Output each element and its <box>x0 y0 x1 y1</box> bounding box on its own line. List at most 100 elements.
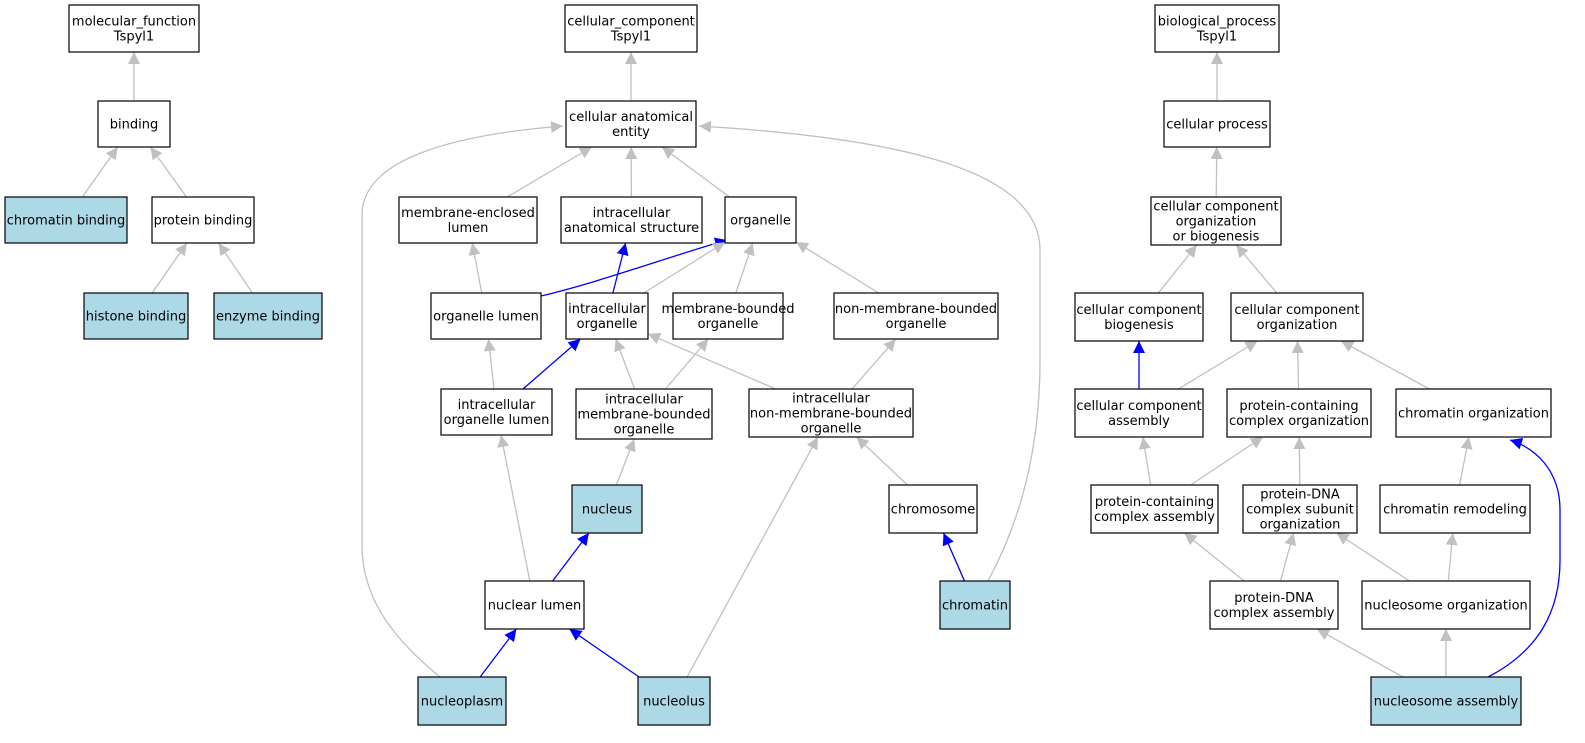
node-nucleus[interactable]: nucleus <box>572 485 642 533</box>
node-label-line: or biogenesis <box>1173 230 1260 245</box>
node-label-line: intracellular <box>568 302 646 317</box>
node-org-lumen[interactable]: organelle lumen <box>431 293 541 339</box>
edge-ic_org_lumen-to-org_lumen <box>489 339 495 389</box>
node-label-line: membrane-enclosed <box>401 206 535 221</box>
node-ic-nmbo[interactable]: intracellularnon-membrane-boundedorganel… <box>749 389 913 437</box>
node-chromosome[interactable]: chromosome <box>889 485 977 533</box>
edge-pdna_ca-to-pdna_csuo <box>1281 533 1294 581</box>
node-cell-proc[interactable]: cellular process <box>1164 101 1270 147</box>
node-nuclear-lumen[interactable]: nuclear lumen <box>485 581 584 629</box>
node-label-line: nucleoplasm <box>421 695 503 710</box>
node-label-line: cellular component <box>1076 303 1201 318</box>
node-label-line: organelle <box>801 422 862 437</box>
node-label-line: lumen <box>448 221 489 236</box>
edge-nuclear_lumen-to-nucleus <box>553 533 589 581</box>
edge-cco-to-ccob <box>1236 245 1277 293</box>
edge-nuclear_lumen-to-ic_org_lumen <box>501 435 530 581</box>
node-nuc-org[interactable]: nucleosome organization <box>1362 581 1530 629</box>
edge-nucleoplasm-to-nuclear_lumen <box>480 629 516 677</box>
node-label-line: organization <box>1257 318 1338 333</box>
edge-org_lumen-to-organelle <box>541 240 727 296</box>
edge-organelle-to-cae <box>662 147 730 197</box>
edge-nuc_org-to-chrom_rem <box>1448 533 1453 581</box>
edge-ccb-to-ccob <box>1158 245 1197 293</box>
edge-nucleolus-to-nuclear_lumen <box>569 629 639 677</box>
node-label-line: chromatin binding <box>7 214 126 229</box>
node-nuc-asm[interactable]: nucleosome assembly <box>1371 677 1521 725</box>
node-label-line: intracellular <box>792 392 870 407</box>
edge-chrom_rem-to-chrom_org <box>1460 437 1469 485</box>
node-label-line: histone binding <box>86 310 187 325</box>
edge-pcco-to-cco <box>1298 341 1299 389</box>
node-label-line: organelle lumen <box>444 413 550 428</box>
edge-mel-to-cae <box>507 147 592 197</box>
node-label-line: protein-DNA <box>1234 591 1314 606</box>
node-chrom-org[interactable]: chromatin organization <box>1396 389 1551 437</box>
node-label-line: organization <box>1176 215 1257 230</box>
node-label-line: complex subunit <box>1246 503 1354 518</box>
node-chromatin[interactable]: chromatin <box>940 581 1010 629</box>
node-label-line: organelle lumen <box>433 310 539 325</box>
node-label-line: cellular component <box>1076 399 1201 414</box>
edge-ic_org-to-organelle <box>644 242 725 293</box>
node-label-line: protein binding <box>154 214 253 229</box>
node-label-line: intracellular <box>593 206 671 221</box>
node-label-line: biological_process <box>1158 15 1277 30</box>
node-label-line: complex assembly <box>1214 606 1335 621</box>
node-label-line: protein-DNA <box>1260 488 1340 503</box>
node-nucleoplasm[interactable]: nucleoplasm <box>418 677 506 725</box>
edge-chromatin-to-cae <box>699 126 1040 581</box>
edge-enzyme_binding-to-protein_binding <box>219 243 253 293</box>
node-label-line: assembly <box>1108 414 1170 429</box>
node-organelle[interactable]: organelle <box>725 197 796 243</box>
edge-chromatin-to-chromosome <box>944 533 965 581</box>
node-label-line: chromatin organization <box>1398 407 1549 422</box>
edge-ic_nmbo-to-nmbo <box>852 339 896 389</box>
node-protein-binding[interactable]: protein binding <box>152 197 254 243</box>
node-label-line: organelle <box>698 317 759 332</box>
node-label-line: Tspyl1 <box>1196 30 1237 45</box>
node-nucleolus[interactable]: nucleolus <box>638 677 710 725</box>
edge-ccob-to-cell_proc <box>1216 147 1217 197</box>
node-label-line: membrane-bounded <box>661 302 794 317</box>
node-label-line: biogenesis <box>1104 318 1174 333</box>
node-histone-binding[interactable]: histone binding <box>84 293 188 339</box>
node-enzyme-binding[interactable]: enzyme binding <box>214 293 322 339</box>
node-label-line: nucleus <box>582 503 632 518</box>
node-label-line: organelle <box>886 317 947 332</box>
node-label-line: organelle <box>730 214 791 229</box>
node-chromatin-binding[interactable]: chromatin binding <box>5 197 127 243</box>
edge-nucleus-to-ic_mbo <box>616 439 634 485</box>
node-label-line: intracellular <box>458 398 536 413</box>
node-binding[interactable]: binding <box>98 101 170 147</box>
node-label-line: cellular_component <box>567 15 695 30</box>
edge-pdna_csuo-to-pcco <box>1299 437 1300 485</box>
node-label-line: chromatin remodeling <box>1383 503 1527 518</box>
edge-ic_mbo-to-mbo <box>665 339 708 389</box>
node-label-line: organelle <box>577 317 638 332</box>
edge-chromosome-to-ic_nmbo <box>857 437 908 485</box>
node-label-line: binding <box>110 118 158 133</box>
node-chrom-rem[interactable]: chromatin remodeling <box>1380 485 1530 533</box>
edge-mbo-to-organelle <box>736 243 753 293</box>
node-label-line: Tspyl1 <box>610 30 651 45</box>
